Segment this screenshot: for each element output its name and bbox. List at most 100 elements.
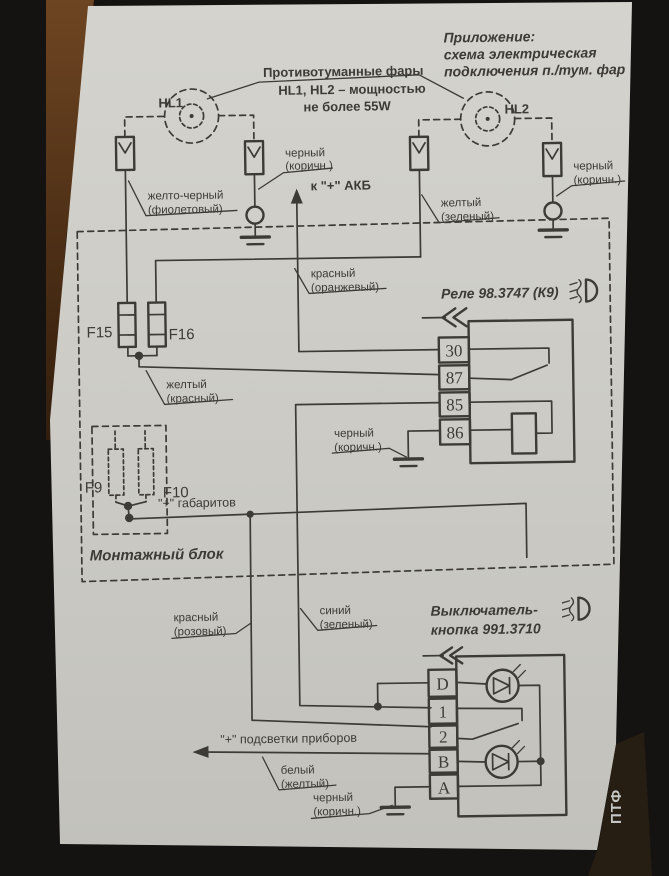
note-line1: Противотуманные фары	[263, 63, 424, 80]
relay-pin-85: 85	[446, 395, 463, 414]
wire-label-switch-feed: красный (розовый)	[171, 612, 252, 640]
side-caption: ПТФ	[608, 789, 625, 824]
relay-coil-wire-86	[469, 428, 513, 432]
relay-coil-wire-85	[468, 400, 553, 435]
illumination-wire: "+" подсветки приборов	[192, 731, 431, 758]
wire-label-relay-coil: синий (зеленый)	[299, 605, 378, 632]
wire-label-hl1-ground: черный (коричн.)	[257, 147, 333, 190]
paper-page	[50, 2, 632, 850]
svg-text:черный: черный	[313, 792, 353, 805]
svg-text:белый: белый	[281, 764, 315, 776]
svg-text:(желтый): (желтый)	[281, 778, 329, 791]
title-line1: Приложение:	[443, 28, 535, 45]
title-line2: схема электрическая	[444, 44, 597, 62]
relay-contact-blade	[468, 364, 548, 381]
note-line3: не более 55W	[303, 98, 391, 114]
parking-plus-label: "+" габаритов	[158, 495, 236, 510]
svg-text:синий: синий	[319, 605, 351, 617]
switch-pin-a: A	[438, 778, 451, 797]
switch-title-line1: Выключатель-	[430, 601, 538, 619]
wire-label-hl2-feed: желтый (зеленый)	[421, 194, 500, 224]
svg-text:(фиолетовый): (фиолетовый)	[148, 204, 223, 217]
switch-pin-b: B	[438, 753, 450, 772]
wire-label-fuse-output: желтый (красный)	[145, 370, 234, 406]
switch-led1-wire	[455, 681, 488, 685]
svg-text:(зеленый): (зеленый)	[320, 619, 373, 632]
title-line3: подключения п./тум. фар	[444, 61, 626, 80]
label-leader	[257, 167, 333, 190]
fuse-f15-label: F15	[87, 324, 113, 341]
parking-plus-wire: "+" габаритов	[128, 495, 528, 728]
inner-dashed-box	[91, 424, 169, 536]
label-leader	[299, 607, 378, 631]
svg-text:(оранжевый): (оранжевый)	[311, 281, 379, 294]
svg-text:(зеленый): (зеленый)	[441, 211, 494, 224]
wire-label-illumination: белый (желтый)	[261, 756, 337, 791]
junction-dot	[123, 501, 133, 511]
switch-pin-a-internal	[457, 784, 542, 788]
mounting-block-boundary	[76, 217, 615, 583]
junction-dot	[125, 513, 134, 523]
switch-contact-fixed	[456, 707, 523, 722]
svg-text:красный: красный	[311, 268, 356, 281]
mounting-block-label: Монтажный блок	[90, 546, 225, 565]
hl1-right-connector-ground	[239, 139, 271, 246]
schematic: Приложение: схема электрическая подключе…	[76, 28, 626, 820]
parking-fuse-section: F9 F10	[85, 424, 189, 536]
switch-pin-2: 2	[439, 728, 448, 747]
appendix-title: Приложение: схема электрическая подключе…	[443, 28, 626, 80]
connector-arrow-icon	[441, 307, 468, 328]
label-leader	[145, 370, 234, 406]
svg-text:черный: черный	[573, 160, 613, 173]
switch-pin-d: D	[436, 675, 449, 694]
relay-pin-87: 87	[446, 368, 464, 387]
fuse-f16-label: F16	[169, 326, 195, 343]
left-arrow	[192, 745, 209, 758]
relay-pin-30: 30	[445, 341, 462, 360]
junction-dot	[536, 757, 545, 766]
lamp-hl2-label: HL2	[504, 101, 529, 116]
svg-text:(красный): (красный)	[166, 393, 219, 406]
fog-lamp-note: Противотуманные фары HL1, HL2 – мощность…	[206, 63, 465, 114]
switch-common-wire	[517, 684, 542, 787]
wire-label-battery: красный (оранжевый)	[294, 267, 387, 295]
note-line2: HL1, HL2 – мощностью	[278, 81, 426, 98]
fuse-f9-body	[107, 448, 125, 497]
fuse-f9-label: F9	[85, 479, 103, 496]
relay-contact-fixed	[468, 347, 550, 364]
switch-contact-blade	[456, 722, 519, 741]
up-arrow	[290, 188, 303, 204]
fuse-f10-body	[137, 447, 155, 496]
hl1-left-connector	[114, 135, 136, 304]
illumination-plus-label: "+" подсветки приборов	[220, 731, 357, 747]
svg-text:(коричн.): (коричн.)	[334, 441, 382, 454]
label-leader	[261, 756, 337, 791]
fog-switch: Выключатель- кнопка 991.3710 D 1 2 B A	[422, 596, 591, 818]
label-leader	[294, 267, 387, 295]
hl2-left-connector	[408, 135, 430, 258]
connector-arrow-icon	[438, 646, 464, 665]
lamp-hl2: HL2	[417, 91, 553, 147]
lamp-hl1-label: HL1	[158, 95, 183, 110]
fuse-f10-label: F10	[163, 484, 189, 501]
relay-ground	[392, 429, 441, 468]
relay-pin-86: 86	[446, 423, 463, 442]
svg-text:черный: черный	[334, 428, 374, 441]
relay: Реле 98.3747 (К9) 30 87 85 86	[421, 278, 599, 465]
page-corner-shadow	[588, 732, 652, 876]
svg-text:черный: черный	[285, 147, 325, 160]
svg-text:желтый: желтый	[166, 379, 207, 392]
label-leader	[331, 447, 408, 458]
switch-pin-1: 1	[439, 703, 448, 722]
svg-text:желтый: желтый	[441, 197, 482, 210]
switch-led2-wire	[456, 760, 487, 763]
wire-label-hl1-feed: желто-черный (фиолетовый)	[127, 180, 238, 217]
label-leader	[171, 622, 252, 640]
hl2-feed-wire	[154, 256, 422, 304]
battery-feed: к "+" АКБ	[290, 178, 440, 353]
switch-pin-d-jumper	[376, 681, 430, 708]
fuse-f16: F16	[147, 301, 195, 357]
switch-title-line2: кнопка 991.3710	[431, 620, 541, 638]
